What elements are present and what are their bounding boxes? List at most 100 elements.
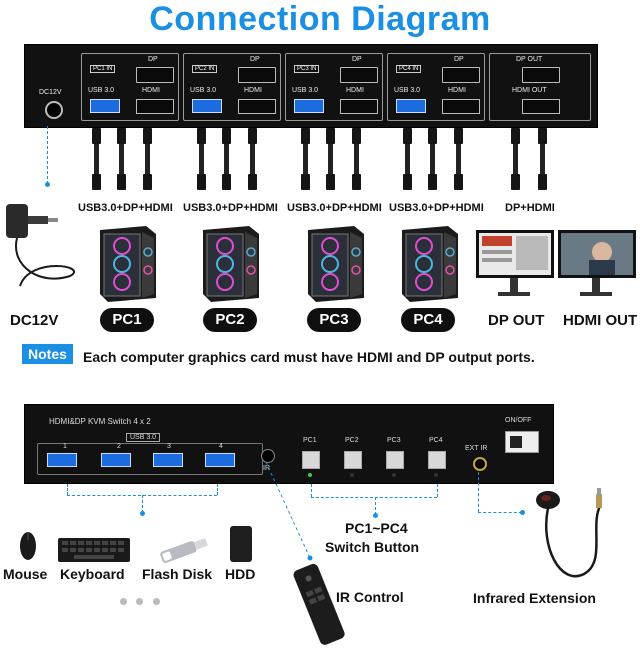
- cable-plug-top: [511, 128, 520, 144]
- dp-label: DP: [352, 56, 362, 63]
- ir-link-line: [265, 461, 313, 561]
- pc3-button-label: PC3: [387, 437, 401, 444]
- pc1-switch-button[interactable]: [302, 451, 320, 469]
- cable-plug-top: [454, 128, 463, 144]
- cable-plug-bottom: [117, 174, 126, 190]
- pc-tower-4-image: [402, 226, 458, 302]
- power-switch-rocker: [510, 436, 522, 448]
- switch-button-caption-line2: Switch Button: [325, 539, 420, 555]
- pc-tower-1-image: [100, 226, 156, 302]
- cable-plug-bottom: [143, 174, 152, 190]
- cable-plug-top: [92, 128, 101, 144]
- connector-dot: [520, 510, 525, 515]
- hdmi-label: HDMI: [142, 87, 160, 94]
- ir-receiver: [261, 449, 275, 463]
- switch-button-caption-line1: PC1~PC4: [345, 520, 408, 536]
- switch-bracket-right: [437, 484, 438, 497]
- power-switch-label: ON/OFF: [505, 417, 532, 424]
- pc3-label: PC3: [307, 308, 361, 332]
- power-adapter-image: [6, 204, 75, 287]
- usb-bracket-right: [217, 484, 218, 495]
- cable-plug-bottom: [352, 174, 361, 190]
- pc4-button-label: PC4: [429, 437, 443, 444]
- pc2-switch-button[interactable]: [344, 451, 362, 469]
- usb-port: [396, 99, 426, 113]
- cable-plug-bottom: [301, 174, 310, 190]
- cable-caption-pc4: USB3.0+DP+HDMI: [389, 202, 484, 214]
- dp-port: [340, 67, 378, 83]
- pc3-in-tag: PC3 IN: [294, 65, 320, 73]
- connector-dot: [45, 182, 50, 187]
- cable-plug-top: [117, 128, 126, 144]
- pc4-led: [434, 473, 438, 477]
- accessory-mouse: Mouse: [3, 566, 48, 582]
- notes-badge: Notes: [22, 344, 73, 364]
- power-switch[interactable]: [505, 431, 539, 453]
- dc-power-port: [45, 101, 63, 119]
- dp-out-label: DP OUT: [488, 312, 545, 329]
- ir-label: IR: [263, 465, 270, 472]
- infrared-extension-label: Infrared Extension: [473, 590, 596, 606]
- hdmi-port: [136, 99, 174, 114]
- cable-plug-top: [143, 128, 152, 144]
- usb-label: USB 3.0: [394, 87, 421, 94]
- cable-plug-top: [222, 128, 231, 144]
- cable-plug-bottom: [197, 174, 206, 190]
- pc4-switch-button[interactable]: [428, 451, 446, 469]
- more-accessories-dots: [120, 592, 160, 610]
- usb-label: USB 3.0: [88, 87, 115, 94]
- output-group: DP OUT HDMI OUT: [489, 53, 591, 121]
- ext-ir-line-vertical: [478, 472, 479, 512]
- front-usb-port-3: [153, 453, 183, 467]
- dp-port: [238, 67, 276, 83]
- dp-port: [442, 67, 480, 83]
- model-label: HDMI&DP KVM Switch 4 x 2: [49, 417, 151, 426]
- ir-control-label: IR Control: [336, 589, 404, 605]
- hdmi-port: [238, 99, 276, 114]
- front-usb-port-2: [101, 453, 131, 467]
- usb-number-3: 3: [167, 443, 171, 450]
- usb-number-1: 1: [63, 443, 67, 450]
- pc1-input-group: PC1 IN DP USB 3.0 HDMI: [81, 53, 179, 121]
- pc2-button-label: PC2: [345, 437, 359, 444]
- front-usb-port-1: [47, 453, 77, 467]
- usb-bracket-stem: [142, 495, 143, 513]
- cable-caption-outputs: DP+HDMI: [505, 202, 555, 214]
- cable-plug-top: [301, 128, 310, 144]
- pc2-label: PC2: [203, 308, 257, 332]
- usb-port: [90, 99, 120, 113]
- front-panel: HDMI&DP KVM Switch 4 x 2 USB 3.0 1 2 3 4…: [24, 404, 554, 484]
- connector-dot: [140, 511, 145, 516]
- pc2-led: [350, 473, 354, 477]
- front-usb-port-4: [205, 453, 235, 467]
- dp-label: DP: [250, 56, 260, 63]
- monitors-image: [476, 230, 636, 296]
- usb-number-4: 4: [219, 443, 223, 450]
- ext-ir-port: [473, 457, 487, 471]
- switch-bracket-left: [311, 484, 312, 497]
- cable-plug-bottom: [222, 174, 231, 190]
- notes-text: Each computer graphics card must have HD…: [83, 349, 535, 365]
- pc3-switch-button[interactable]: [386, 451, 404, 469]
- pc3-input-group: PC3 IN DP USB 3.0 HDMI: [285, 53, 383, 121]
- dp-label: DP: [148, 56, 158, 63]
- power-section: DC12V: [35, 45, 71, 125]
- connector-dot: [373, 513, 378, 518]
- rear-panel: DC12V PC1 IN DP USB 3.0 HDMI PC2 IN DP U…: [24, 44, 598, 128]
- cable-wire: [94, 144, 99, 174]
- cable-wire: [405, 144, 410, 174]
- ext-ir-line-horizontal: [478, 512, 522, 513]
- usb-number-2: 2: [117, 443, 121, 450]
- pc3-led: [392, 473, 396, 477]
- cable-plug-bottom: [538, 174, 547, 190]
- switch-bracket-stem: [375, 497, 376, 515]
- cable-plug-top: [197, 128, 206, 144]
- ext-ir-label: EXT IR: [465, 445, 488, 452]
- cable-wire: [328, 144, 333, 174]
- cable-plug-bottom: [403, 174, 412, 190]
- cable-wire: [303, 144, 308, 174]
- cable-caption-pc1: USB3.0+DP+HDMI: [78, 202, 173, 214]
- pc4-in-tag: PC4 IN: [396, 65, 422, 73]
- hdmi-label: HDMI: [244, 87, 262, 94]
- cable-plug-top: [326, 128, 335, 144]
